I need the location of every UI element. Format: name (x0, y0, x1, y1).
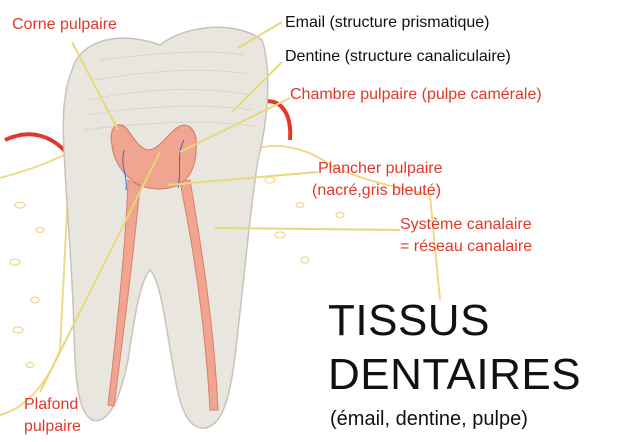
title-line2: DENTAIRES (328, 352, 581, 398)
title-subtitle: (émail, dentine, pulpe) (330, 408, 528, 431)
title-line1: TISSUS (328, 298, 490, 344)
label-plancher-pulpaire-line2: (nacré,gris bleuté) (312, 182, 441, 200)
label-chambre-pulpaire: Chambre pulpaire (pulpe camérale) (290, 86, 542, 104)
label-dentine: Dentine (structure canaliculaire) (285, 48, 511, 66)
label-corne-pulpaire: Corne pulpaire (12, 16, 117, 34)
alveolar-bone-outline (0, 152, 70, 415)
label-systeme-canalaire-line1: Système canalaire (400, 216, 532, 234)
label-systeme-canalaire-line2: = réseau canalaire (400, 238, 532, 256)
label-email: Email (structure prismatique) (285, 14, 490, 32)
label-plafond-pulpaire-line2: pulpaire (24, 418, 81, 436)
label-plafond-pulpaire-line1: Plafond (24, 396, 78, 414)
label-plancher-pulpaire-line1: Plancher pulpaire (318, 160, 443, 178)
